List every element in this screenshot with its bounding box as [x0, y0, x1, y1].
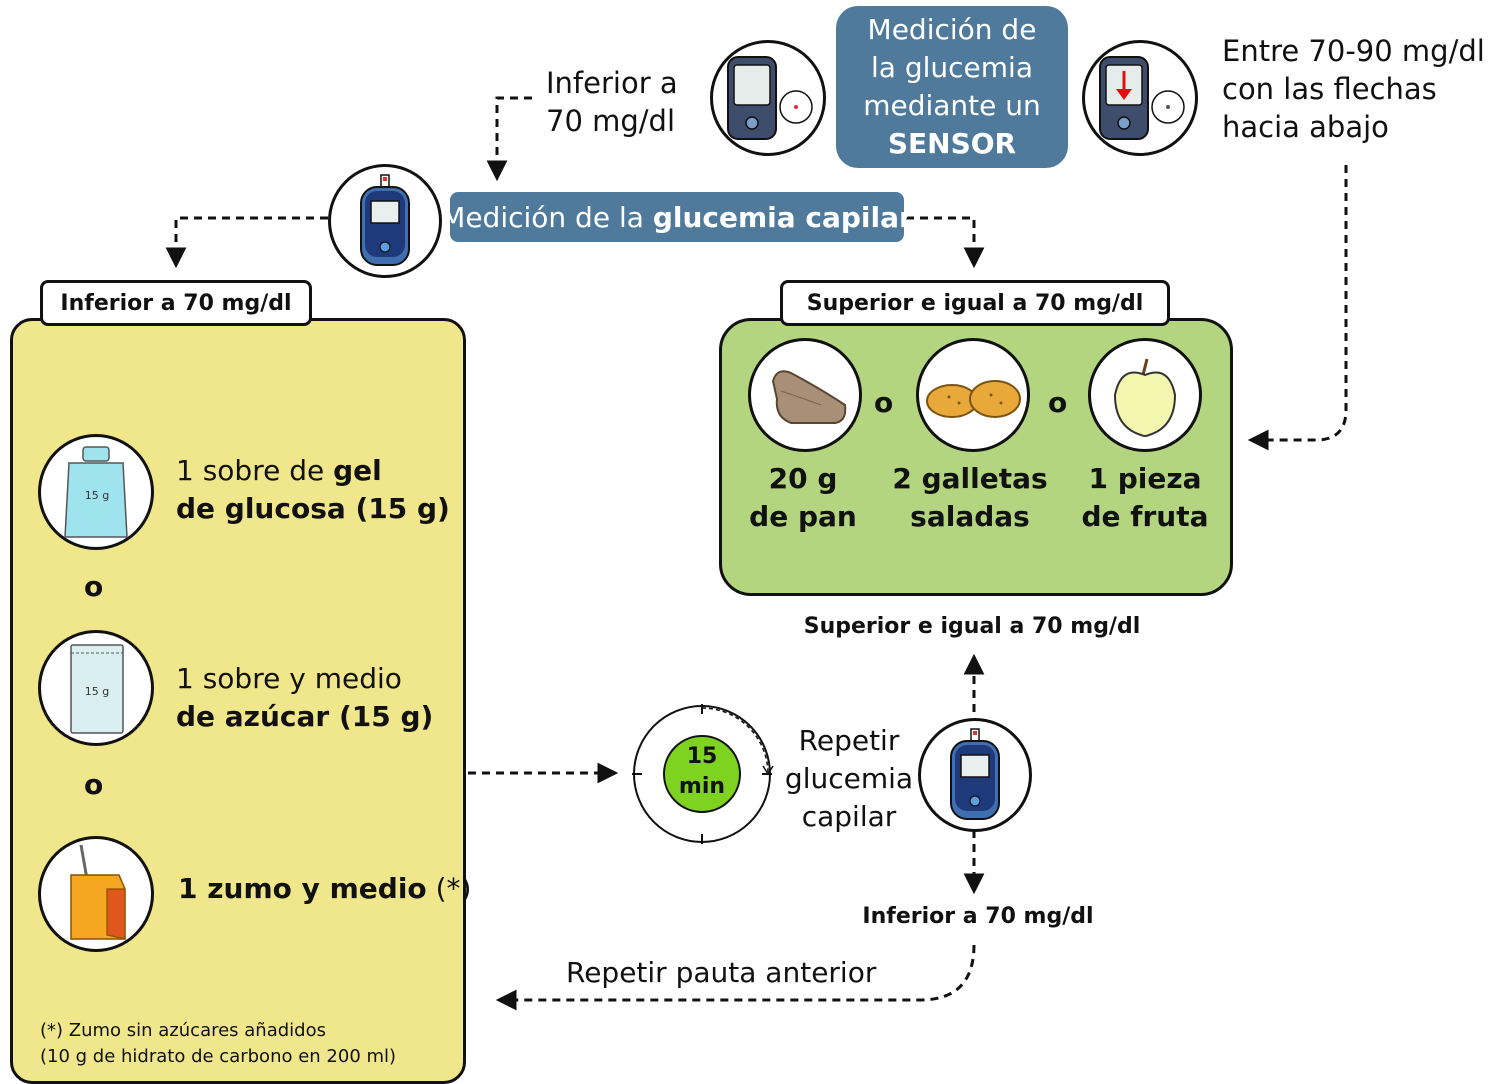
low-panel-header: Inferior a 70 mg/dl: [40, 280, 312, 326]
arrow-to-high-panel: [906, 216, 985, 269]
or-3: o: [874, 386, 894, 419]
footnote-line2: (10 g de hidrato de carbono en 200 ml): [40, 1046, 397, 1067]
crackers-line1: 2 galletas: [892, 462, 1048, 495]
sensor-line1: Medición de: [867, 13, 1037, 46]
result-high-label: Superior e igual a 70 mg/dl: [803, 614, 1141, 639]
fruit-line1: 1 pieza: [1088, 462, 1202, 495]
or-4: o: [1048, 386, 1068, 419]
footnote-line1: (*) Zumo sin azúcares añadidos: [40, 1020, 326, 1041]
fruit-line2: de fruta: [1081, 500, 1209, 533]
repeat-line2: glucemia: [784, 762, 914, 795]
sensor-reader-arrow-down-icon: [1082, 40, 1198, 156]
or-2: o: [84, 768, 104, 801]
juice-footnote: (*) Zumo sin azúcares añadidos (10 g de …: [40, 1018, 396, 1070]
high-panel-header: Superior e igual a 70 mg/dl: [780, 280, 1170, 326]
timer-text: 15 min: [664, 742, 740, 802]
crackers-icon: [916, 338, 1030, 452]
or-1: o: [84, 570, 104, 603]
glucometer-recheck-icon: [918, 718, 1032, 832]
juice-suffix: (*): [426, 872, 472, 905]
sugar-line2-bold: de azúcar (15 g): [176, 700, 434, 733]
glucose-gel-icon: 15 g: [38, 434, 154, 550]
repeat-previous-label: Repetir pauta anterior: [566, 956, 877, 989]
sensor-line2: la glucemia: [871, 51, 1033, 84]
sensor-line4: SENSOR: [887, 127, 1017, 160]
arrow-sensor-arrows-down: [1247, 165, 1348, 451]
sensor-arrows-note-line3: hacia abajo: [1222, 110, 1389, 144]
result-low-label: Inferior a 70 mg/dl: [862, 904, 1094, 929]
sugar-weight-label: 15 g: [85, 685, 109, 698]
juice-text: 1 zumo y medio (*): [178, 872, 471, 905]
arrow-to-low-panel: [165, 216, 328, 269]
sensor-low-note: Inferior a 70 mg/dl: [546, 64, 678, 140]
timer-icon: 15 min: [630, 702, 774, 846]
glucometer-icon: [328, 164, 442, 278]
repeat-capillary-text: Repetir glucemia capilar: [784, 722, 914, 836]
crackers-line2: saladas: [910, 500, 1030, 533]
juice-line1-bold: 1 zumo y medio: [178, 872, 427, 905]
gel-line1-bold: gel: [333, 454, 382, 487]
bread-line1: 20 g: [768, 462, 838, 495]
sensor-low-note-line2: 70 mg/dl: [546, 104, 676, 138]
gel-text: 1 sobre de gel de glucosa (15 g): [176, 452, 450, 528]
capillary-measurement-box: Medición de la glucemia capilar: [441, 192, 913, 242]
capillary-prefix: Medición de la: [441, 200, 653, 234]
sensor-measurement-box: Medición de la glucemia mediante un SENS…: [836, 6, 1068, 168]
sensor-reader-icon: [710, 40, 826, 156]
arrow-repeat-previous: [495, 944, 976, 1011]
gel-line2-bold: de glucosa (15 g): [176, 492, 450, 525]
gel-line1-normal: 1 sobre de: [176, 454, 334, 487]
bread-text: 20 g de pan: [742, 460, 864, 536]
bread-icon: [748, 338, 862, 452]
sugar-line1: 1 sobre y medio: [176, 662, 402, 695]
capillary-bold: glucemia capilar: [652, 200, 913, 234]
timer-line2: min: [678, 774, 726, 799]
sensor-arrows-note-line1: Entre 70-90 mg/dl: [1222, 34, 1485, 68]
apple-icon: [1088, 338, 1202, 452]
bread-line2: de pan: [749, 500, 857, 533]
sensor-low-note-line1: Inferior a: [546, 66, 678, 100]
sensor-arrows-note: Entre 70-90 mg/dl con las flechas hacia …: [1222, 32, 1485, 146]
crackers-text: 2 galletas saladas: [888, 460, 1052, 536]
repeat-line3: capilar: [801, 800, 897, 833]
juice-carton-icon: [38, 836, 154, 952]
sugar-packet-icon: 15 g: [38, 630, 154, 746]
sensor-line3: mediante un: [863, 89, 1041, 122]
fruit-text: 1 pieza de fruta: [1072, 460, 1218, 536]
repeat-line1: Repetir: [798, 724, 900, 757]
timer-line1: 15: [686, 744, 718, 769]
gel-weight-label: 15 g: [85, 489, 109, 502]
arrow-sensor-low: [486, 96, 532, 182]
sensor-arrows-note-line2: con las flechas: [1222, 72, 1437, 106]
sugar-text: 1 sobre y medio de azúcar (15 g): [176, 660, 433, 736]
